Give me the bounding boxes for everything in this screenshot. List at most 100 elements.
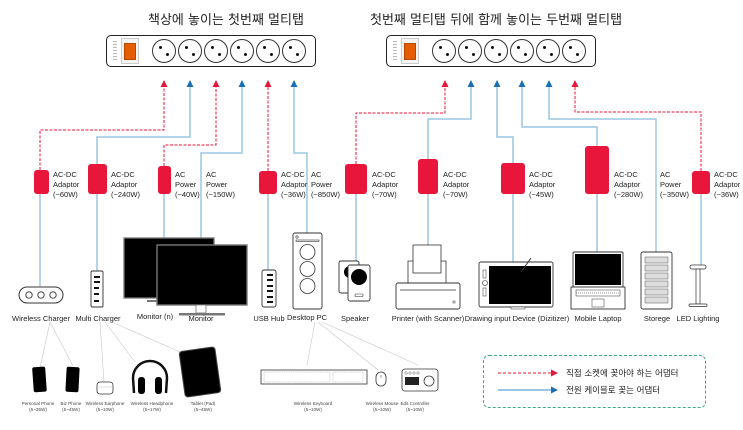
power-cable-line (293, 83, 308, 233)
spec-line: Adaptor (529, 180, 556, 189)
phone-icon (32, 366, 47, 393)
device-label: Multi Charger (75, 314, 121, 323)
storage-icon (640, 251, 673, 310)
spec-line: AC (660, 170, 671, 179)
link-line (306, 321, 316, 366)
device-label: Drawing input Device (Dizitizer) (464, 314, 570, 323)
device-label: LED Lighting (676, 314, 720, 323)
socket-3 (484, 39, 508, 63)
switch-icon (404, 43, 416, 60)
adaptor-box (88, 164, 107, 194)
adaptor-box (34, 170, 49, 194)
direct-plug-line (355, 83, 446, 164)
link-line (99, 321, 105, 383)
power-cable-line (496, 83, 514, 163)
desktop-pc-icon (292, 232, 323, 310)
spec-line: (~70W) (372, 190, 397, 199)
arrow-head-icon (186, 80, 194, 87)
arrow-head-icon (264, 80, 272, 87)
legend-cable-text: 전원 케이블로 꽂는 어댑터 (566, 386, 661, 396)
link-line (104, 321, 136, 363)
direct-plug-line (574, 83, 702, 171)
socket-5 (536, 39, 560, 63)
device-label: Monitor (188, 314, 214, 323)
spec-line: Adaptor (614, 180, 641, 189)
adaptor-box (585, 146, 609, 194)
device-label: USB Hub (253, 314, 285, 323)
drawing-tablet-icon (478, 257, 554, 310)
power-cable-line (200, 83, 243, 245)
spec-line: (~150W) (206, 190, 235, 199)
arrow-head-icon (441, 80, 449, 87)
socket-1 (152, 39, 176, 63)
spec-line: AC-DC (53, 170, 77, 179)
legend-direct: 직접 소켓에 꽂아야 하는 어댑터 (498, 366, 678, 380)
accessory-label: Wireless Keyboard(5~10W) (293, 401, 333, 412)
power-switch[interactable] (121, 38, 139, 64)
spec-line: Adaptor (372, 180, 399, 189)
phone-icon (65, 366, 80, 393)
power-cable-line (427, 83, 472, 159)
solid-blue-arrow-icon (498, 386, 558, 394)
power-cable-line (521, 83, 598, 146)
spec-line: (~850W) (311, 190, 340, 199)
spec-line: AC-DC (714, 170, 738, 179)
arrow-head-icon (290, 80, 298, 87)
device-label: Storege (643, 314, 671, 323)
spec-line: AC-DC (372, 170, 396, 179)
spec-line: (~280W) (614, 190, 643, 199)
link-line (321, 321, 419, 366)
accessory-label: Personal Phone(5~35W) (21, 401, 55, 412)
accessory-label: Wireless Earphone(5~10W) (85, 401, 125, 412)
keyboard-icon (260, 369, 368, 385)
accessory-label: Wireless Headphone(5~17W) (130, 401, 174, 412)
device-label: Mobile Laptop (574, 314, 622, 323)
power-strip-first (106, 35, 316, 67)
link-line (111, 321, 181, 353)
spec-line: (~36W) (714, 190, 739, 199)
speaker-icon (338, 260, 371, 302)
socket-6 (562, 39, 586, 63)
title-first-strip: 책상에 놓이는 첫번째 멀티탭 (148, 13, 304, 28)
legend-direct-text: 직접 소켓에 꽂아야 하는 어댑터 (566, 369, 679, 379)
spec-line: Adaptor (443, 180, 470, 189)
spec-line: Adaptor (53, 180, 80, 189)
adaptor-box (418, 159, 438, 194)
direct-plug-line (39, 83, 165, 170)
spec-line: AC (175, 170, 186, 179)
socket-4 (510, 39, 534, 63)
adaptor-box (259, 171, 277, 194)
spec-line: (~350W) (660, 190, 689, 199)
spec-line: (~240W) (111, 190, 140, 199)
switch-icon (124, 43, 136, 60)
socket-4 (230, 39, 254, 63)
spec-line: (~60W) (53, 190, 78, 199)
spec-line: Power (175, 180, 197, 189)
spec-line: Adaptor (714, 180, 741, 189)
spec-line: (~40W) (175, 190, 200, 199)
spec-line: (~36W) (281, 190, 306, 199)
socket-1 (432, 39, 456, 63)
power-cable-line (96, 83, 191, 164)
power-cable-line (548, 83, 657, 252)
edit-controller-icon (401, 368, 439, 392)
legend-cable: 전원 케이블로 꽂는 어댑터 (498, 383, 660, 397)
link-line (317, 321, 379, 371)
spec-line: (~70W) (443, 190, 468, 199)
monitor-icon (156, 244, 248, 316)
power-switch[interactable] (401, 38, 419, 64)
spec-line: Power (311, 180, 333, 189)
power-strip-second (386, 35, 596, 67)
spec-line: Power (660, 180, 682, 189)
device-label: Speaker (341, 314, 369, 323)
socket-3 (204, 39, 228, 63)
